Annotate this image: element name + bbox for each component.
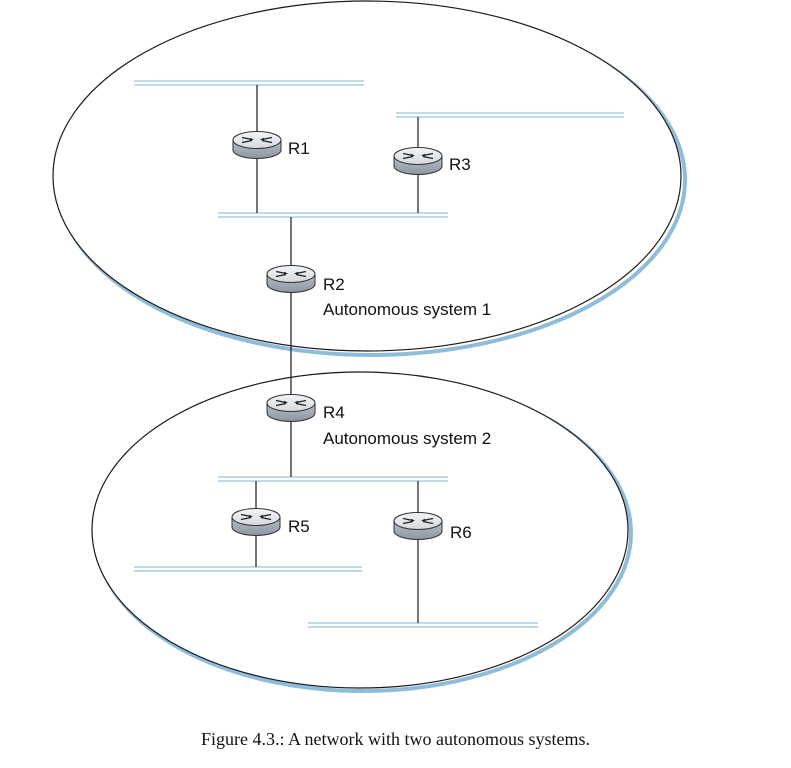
autonomous-system-2 [91, 371, 633, 693]
router-r6: R6 [393, 511, 472, 542]
figure-caption: Figure 4.3.: A network with two autonomo… [201, 729, 590, 749]
as2-label: Autonomous system 2 [323, 429, 491, 448]
router-r3: R3 [393, 146, 471, 176]
router-icon [232, 130, 282, 160]
segment-bottom-left [134, 566, 362, 572]
router-r1: R1 [232, 130, 310, 160]
as1-boundary [52, 0, 682, 352]
segment-bottom-right [308, 622, 538, 628]
router-r4: R4 [266, 393, 345, 423]
router-icon [393, 146, 443, 176]
router-icon [266, 264, 316, 294]
router-icon [393, 511, 443, 541]
router-label-r4: R4 [323, 403, 345, 422]
router-label-r6: R6 [450, 523, 472, 542]
links [255, 85, 419, 623]
router-icon [231, 507, 281, 537]
segment-top-left [134, 80, 364, 86]
router-label-r2: R2 [323, 275, 345, 294]
router-icon [266, 393, 316, 423]
router-label-r1: R1 [288, 139, 310, 158]
segment-as1-core [218, 212, 448, 218]
as1-label: Autonomous system 1 [323, 300, 491, 319]
as2-boundary [91, 371, 629, 689]
router-r2: R2 [266, 264, 345, 294]
segment-top-right [396, 112, 624, 118]
router-label-r3: R3 [449, 155, 471, 174]
autonomous-system-1 [52, 0, 687, 357]
router-r5: R5 [231, 507, 310, 537]
router-label-r5: R5 [288, 517, 310, 536]
